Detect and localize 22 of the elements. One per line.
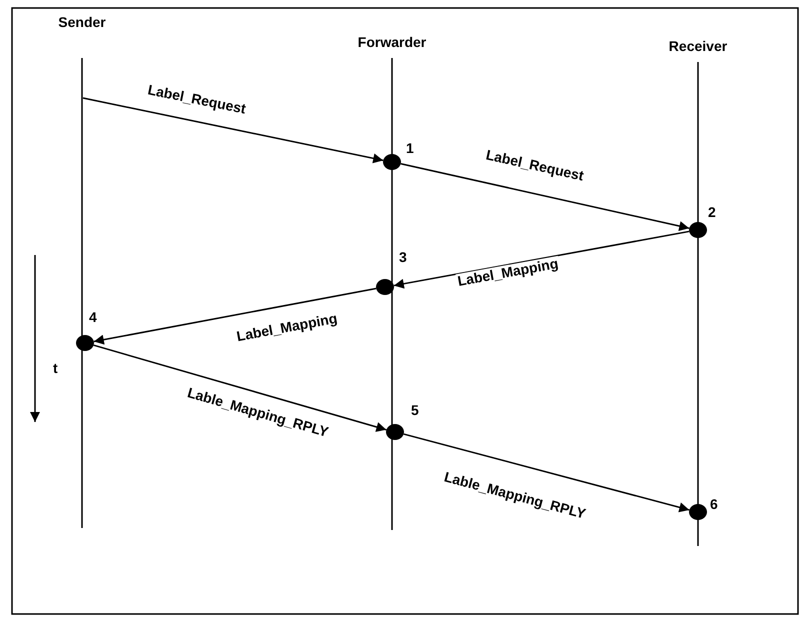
time-label: t <box>53 360 58 376</box>
step-number: 4 <box>89 309 97 325</box>
lifeline-label: Sender <box>57 14 107 30</box>
message-arrow <box>400 163 690 231</box>
message-arrow <box>394 230 690 289</box>
lifeline-label: Receiver <box>668 38 728 54</box>
message-arrow <box>93 344 387 432</box>
event-dot <box>689 222 707 238</box>
event-dot <box>76 335 94 351</box>
step-number: 3 <box>399 249 407 265</box>
event-dot <box>376 279 394 295</box>
step-number: 6 <box>710 496 718 512</box>
message-arrow <box>404 433 690 512</box>
event-dot <box>386 424 404 440</box>
lifeline-label: Forwarder <box>356 34 428 50</box>
step-number: 1 <box>406 140 414 156</box>
step-number: 2 <box>708 204 716 220</box>
message-arrow <box>94 288 376 345</box>
step-number: 5 <box>411 402 419 418</box>
event-dot <box>383 154 401 170</box>
message-arrow <box>82 97 384 164</box>
event-dot <box>689 504 707 520</box>
